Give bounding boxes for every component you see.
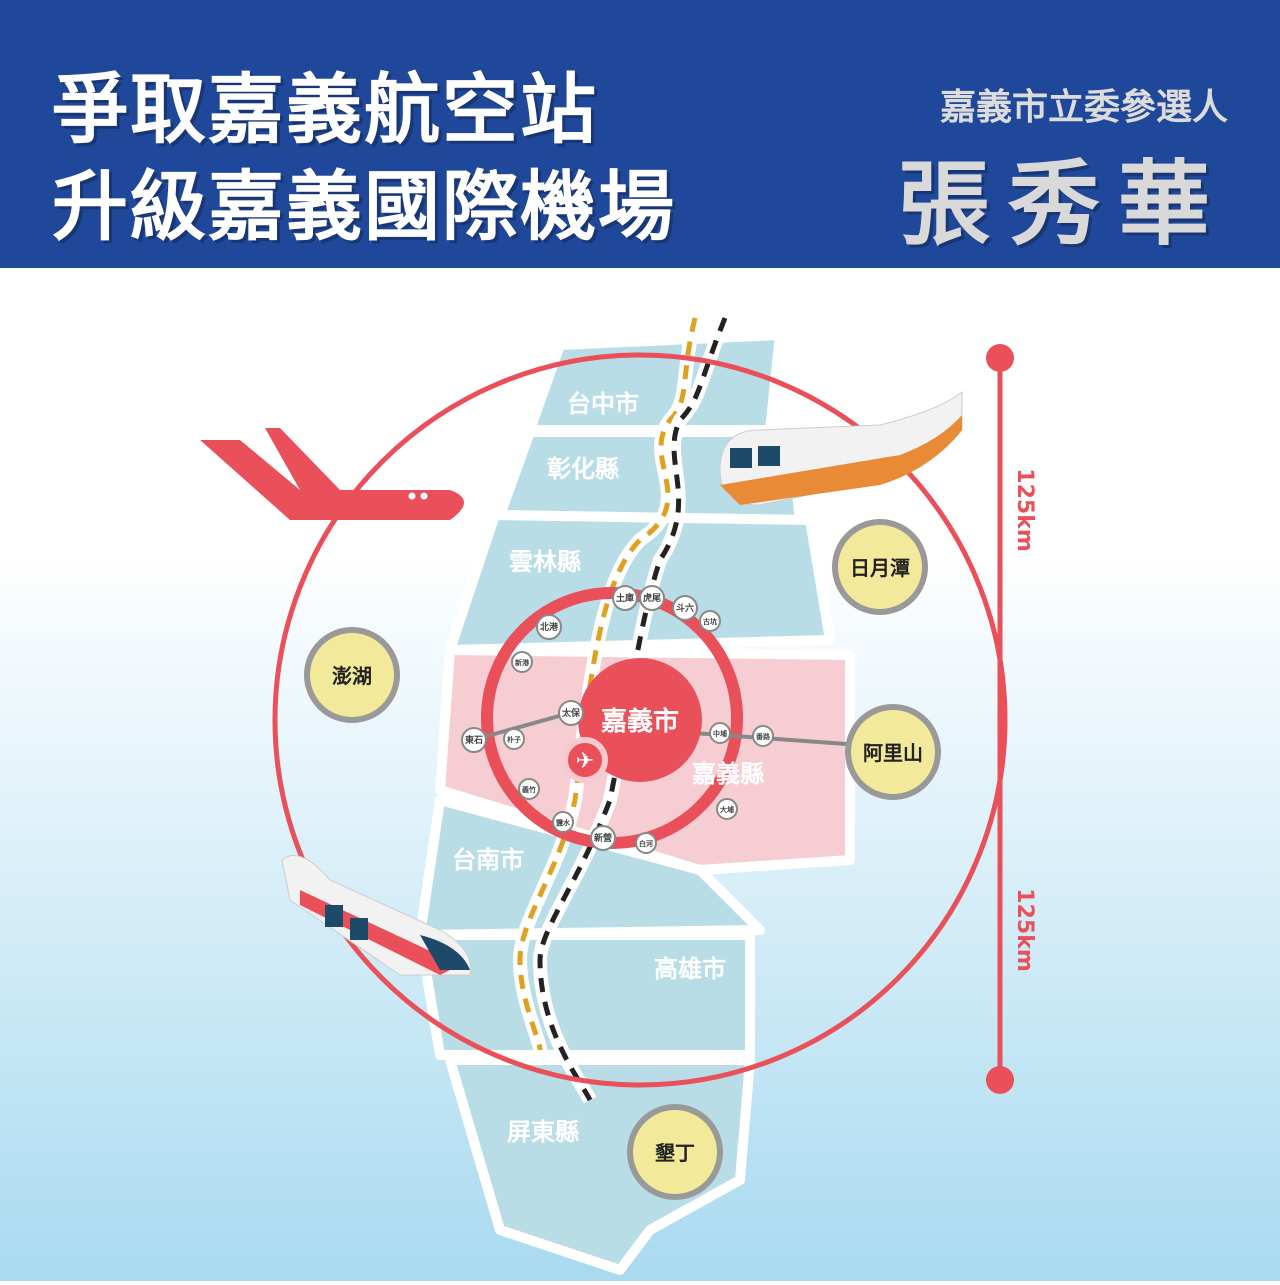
radius-circle [272,352,1008,1088]
station-2: 斗六 [672,595,698,621]
distance-label-bottom: 125km [1012,888,1037,971]
label-kaohsiung: 高雄市 [654,955,726,983]
taiwan-map: 嘉義市 ✈ 台中市 彰化縣 雲林縣 台南市 高雄市 屏東縣 嘉義縣 土庫虎尾斗六… [200,315,1037,1275]
label-pingtung: 屏東縣 [507,1118,579,1146]
airplane-icon [200,428,464,520]
map-area: 嘉義市 ✈ 台中市 彰化縣 雲林縣 台南市 高雄市 屏東縣 嘉義縣 土庫虎尾斗六… [0,268,1280,1281]
station-10: 鹽水 [552,811,574,833]
svg-text:中埔: 中埔 [713,729,727,738]
svg-text:斗六: 斗六 [676,602,694,614]
svg-text:新港: 新港 [515,658,530,667]
chiayi-city-circle [578,658,702,782]
svg-text:大埔: 大埔 [720,805,734,814]
svg-text:鹽水: 鹽水 [556,818,571,827]
title-line-1: 爭取嘉義航空站 [52,65,598,154]
svg-text:古坑: 古坑 [703,617,717,626]
svg-text:太保: 太保 [561,707,581,719]
badge-alishan: 阿里山 [845,704,941,800]
svg-text:阿里山: 阿里山 [863,741,923,765]
candidate-subtitle: 嘉義市立委參選人 [939,87,1228,128]
station-1: 虎尾 [639,585,665,611]
distance-label-top: 125km [1012,468,1037,551]
train-icon-top [719,390,963,506]
svg-text:新營: 新營 [594,832,612,844]
station-7: 東石 [461,727,487,753]
station-6: 太保 [558,700,584,726]
station-5: 新港 [511,651,533,673]
svg-text:虎尾: 虎尾 [643,592,661,604]
train-icon-bottom [281,855,472,976]
hsr-line [517,317,698,1051]
svg-text:墾丁: 墾丁 [655,1141,695,1165]
svg-text:澎湖: 澎湖 [332,664,372,688]
label-chiayi-city: 嘉義市 [601,706,679,737]
station-15: 番路 [752,725,774,747]
svg-text:土庫: 土庫 [616,592,634,604]
svg-text:日月潭: 日月潭 [850,556,910,580]
label-taichung: 台中市 [567,390,639,418]
station-9: 義竹 [518,778,540,800]
badge-penghu: 澎湖 [304,627,400,723]
station-3: 古坑 [699,610,721,632]
station-13: 大埔 [716,798,738,820]
svg-text:義竹: 義竹 [522,785,536,794]
region-kaohsiung [415,930,755,1060]
station-12: 白河 [635,832,657,854]
svg-text:朴子: 朴子 [507,735,521,744]
station-11: 新營 [590,825,616,851]
station-0: 土庫 [612,585,638,611]
badge-sun-moon-lake: 日月潭 [832,519,928,615]
label-yunlin: 雲林縣 [509,548,581,576]
station-14: 中埔 [709,722,731,744]
label-tainan: 台南市 [452,846,524,874]
svg-text:北港: 北港 [540,621,559,633]
svg-text:白河: 白河 [639,839,653,848]
svg-text:番路: 番路 [755,732,771,741]
station-8: 朴子 [503,728,525,750]
svg-text:東石: 東石 [465,734,483,746]
svg-text:✈: ✈ [576,749,594,774]
badge-kenting: 墾丁 [627,1104,723,1200]
airport-icon [562,737,608,783]
candidate-name: 張秀華 [897,151,1228,258]
station-4: 北港 [536,614,562,640]
header-banner: 爭取嘉義航空站 升級嘉義國際機場 嘉義市立委參選人 張秀華 [0,0,1280,268]
label-changhua: 彰化縣 [547,455,619,483]
label-chiayi-county: 嘉義縣 [692,760,764,788]
title-line-2: 升級嘉義國際機場 [52,162,676,251]
